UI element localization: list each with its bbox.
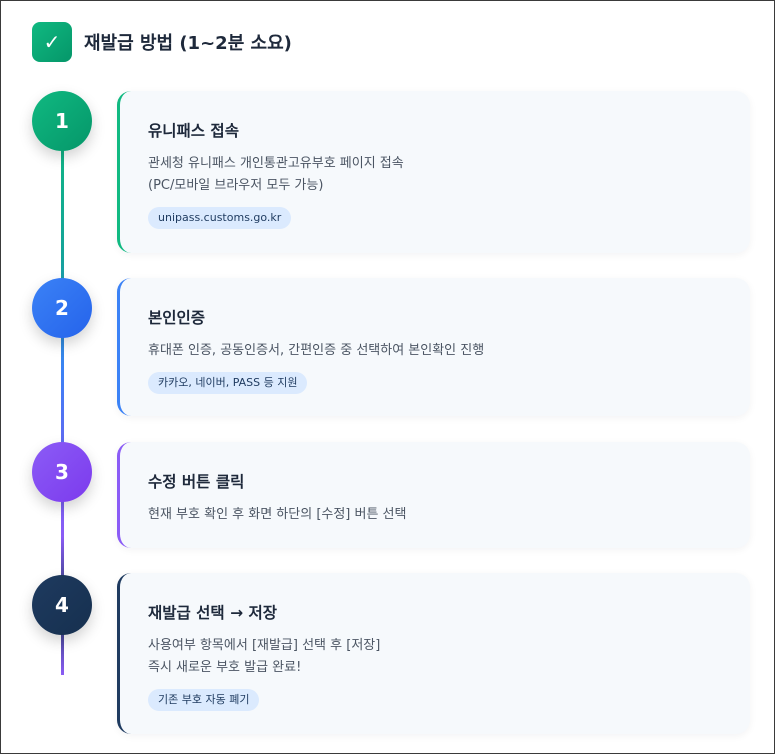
step-1-tag[interactable]: unipass.customs.go.kr (148, 207, 292, 229)
step-3-card: 수정 버튼 클릭 현재 부호 확인 후 화면 하단의 [수정] 버튼 선택 (117, 442, 750, 548)
step-4-card: 재발급 선택 → 저장 사용여부 항목에서 [재발급] 선택 후 [저장] 즉시… (117, 573, 750, 734)
step-2-card: 본인인증 휴대폰 인증, 공동인증서, 간편인증 중 선택하여 본인확인 진행 … (117, 278, 750, 416)
step-3-number: 3 (55, 460, 69, 484)
step-3-title: 수정 버튼 클릭 (148, 473, 245, 491)
step-4-title: 재발급 선택 → 저장 (148, 604, 277, 622)
step-4-circle: 4 (32, 575, 92, 635)
check-icon: ✓ (32, 22, 72, 62)
step-2-number: 2 (55, 296, 69, 320)
step-2-tag: 카카오, 네이버, PASS 등 지원 (148, 372, 308, 394)
timeline-line (61, 120, 64, 675)
step-2-circle: 2 (32, 278, 92, 338)
section-title: 재발급 방법 (1~2분 소요) (84, 33, 292, 54)
step-2-description: 휴대폰 인증, 공동인증서, 간편인증 중 선택하여 본인확인 진행 (148, 343, 485, 358)
step-2-title: 본인인증 (148, 309, 206, 327)
step-1-circle: 1 (32, 91, 92, 151)
step-4-number: 4 (55, 593, 69, 617)
step-4-description: 사용여부 항목에서 [재발급] 선택 후 [저장] 즉시 새로운 부호 발급 완… (148, 638, 381, 675)
step-1-description: 관세청 유니패스 개인통관고유부호 페이지 접속 (PC/모바일 브라우저 모두… (148, 156, 404, 193)
step-1-title: 유니패스 접속 (148, 122, 239, 140)
step-3-circle: 3 (32, 442, 92, 502)
step-3-description: 현재 부호 확인 후 화면 하단의 [수정] 버튼 선택 (148, 507, 407, 522)
step-1-number: 1 (55, 109, 69, 133)
section-header: ✓ 재발급 방법 (1~2분 소요) (32, 22, 292, 62)
step-1-card: 유니패스 접속 관세청 유니패스 개인통관고유부호 페이지 접속 (PC/모바일… (117, 91, 750, 253)
step-4-tag: 기존 부호 자동 폐기 (148, 689, 260, 711)
